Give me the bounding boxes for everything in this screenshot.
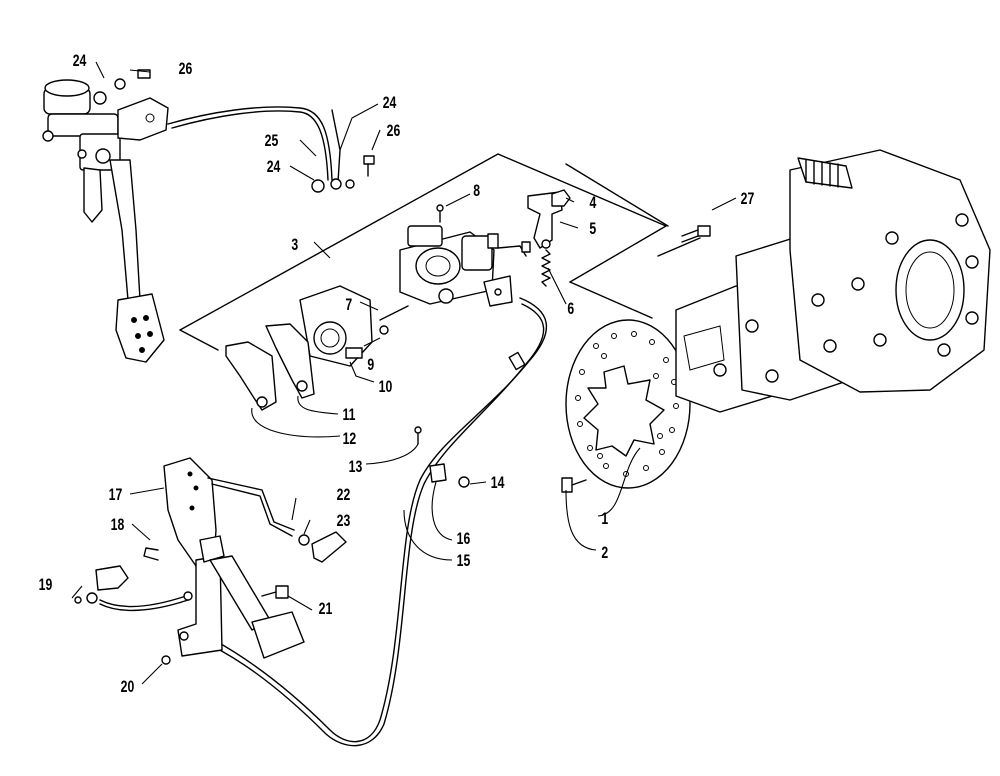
parking-brake-pedal-assembly — [74, 457, 347, 665]
disc-bolt — [561, 477, 587, 493]
leader-lines — [71, 61, 737, 685]
washer — [379, 325, 389, 335]
callout-13: 13 — [349, 458, 363, 476]
callout-22: 22 — [337, 486, 351, 504]
callout-26-right: 26 — [387, 122, 401, 140]
parking-brake-lever-arm — [527, 189, 571, 249]
rear-drive-housing — [675, 149, 991, 413]
callout-24-middle: 24 — [267, 158, 281, 176]
callout-3: 3 — [291, 236, 298, 254]
caliper-assembly-box — [179, 153, 701, 351]
cable-clip-screw — [414, 426, 422, 445]
housing-bolt — [681, 225, 711, 243]
callout-9: 9 — [367, 356, 374, 374]
callout-18: 18 — [111, 516, 125, 534]
callout-8: 8 — [473, 182, 480, 200]
bleeder-screw — [436, 204, 444, 223]
callout-19: 19 — [39, 576, 53, 594]
brake-disc — [565, 319, 691, 489]
callout-17: 17 — [109, 486, 123, 504]
callout-21: 21 — [319, 600, 333, 618]
callout-24-top-right: 24 — [383, 94, 397, 112]
brake-pads — [225, 323, 315, 411]
callout-1: 1 — [601, 510, 608, 528]
callout-26-top-left: 26 — [179, 60, 193, 78]
return-spring — [541, 249, 551, 287]
brake-hose — [167, 106, 341, 183]
brake-caliper — [299, 225, 531, 367]
callout-10: 10 — [379, 378, 393, 396]
callout-6: 6 — [567, 300, 574, 318]
callout-23: 23 — [337, 512, 351, 530]
callout-5: 5 — [589, 220, 596, 238]
callout-4: 4 — [589, 194, 596, 212]
callout-27: 27 — [741, 190, 755, 208]
callout-24-top-left: 24 — [73, 52, 87, 70]
master-cylinder-assembly — [42, 79, 169, 363]
callout-11: 11 — [343, 406, 356, 424]
cable-clip-nut — [458, 476, 470, 488]
banjo-washers-bolts — [93, 69, 375, 193]
callout-12: 12 — [343, 430, 357, 448]
callout-16: 16 — [457, 530, 471, 548]
callout-20: 20 — [121, 678, 135, 696]
callout-15: 15 — [457, 552, 471, 570]
callout-2: 2 — [601, 544, 608, 562]
callout-labels: 1 2 3 4 5 6 7 8 9 10 11 12 13 14 15 16 1… — [39, 52, 755, 696]
callout-14: 14 — [491, 474, 505, 492]
callout-25: 25 — [265, 132, 279, 150]
callout-7: 7 — [345, 296, 352, 314]
